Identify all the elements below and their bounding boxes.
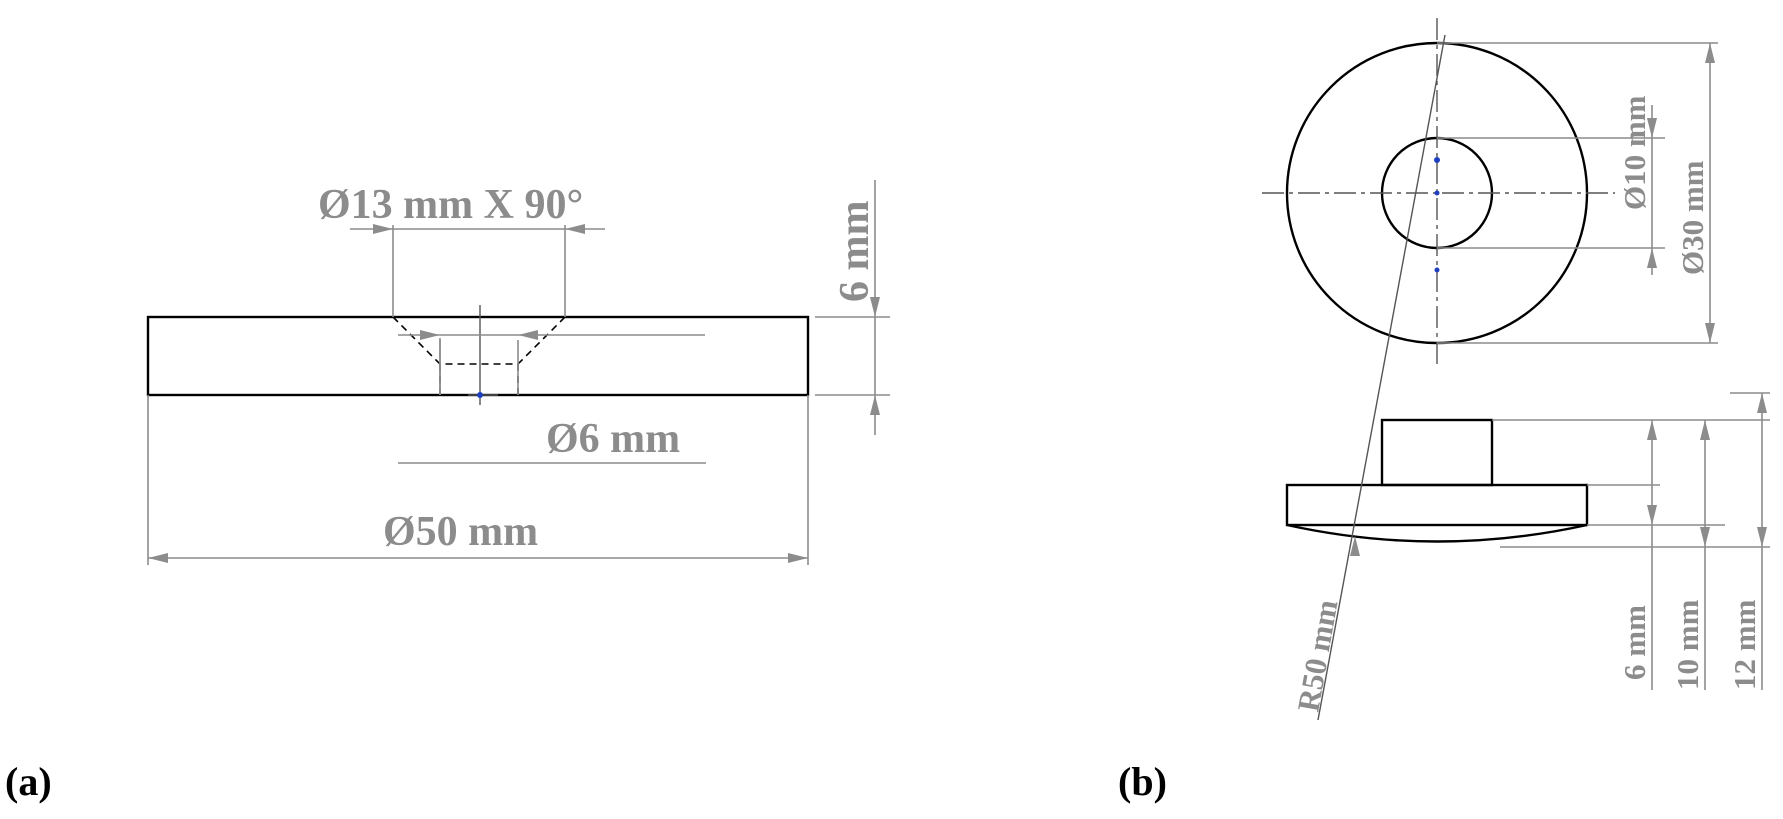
panel-b-label: (b)	[1118, 759, 1167, 804]
height-6-arrow-top	[1647, 420, 1657, 440]
center-marker-bottom	[1434, 267, 1440, 273]
height-10-label: 10 mm	[1670, 599, 1705, 690]
countersink-arrow-left	[373, 224, 393, 234]
center-marker-middle	[1434, 190, 1440, 196]
center-marker-top	[1434, 157, 1440, 163]
hole-arrow-right	[518, 330, 538, 340]
radius-label: R50 mm	[1290, 597, 1344, 714]
height-6-label: 6 mm	[1617, 605, 1652, 680]
spherical-bottom	[1286, 523, 1588, 543]
panel-a: Ø13 mm X 90° 6 mm Ø6 mm Ø50 mm (a)	[5, 180, 890, 804]
height-12-arrow-bottom	[1757, 527, 1767, 547]
radius-leader-arrow	[1350, 536, 1360, 556]
disc-body-outline	[146, 315, 810, 397]
boss-outline	[1380, 418, 1494, 487]
panel-b: Ø10 mm Ø30 mm 6 mm 10 mm 12 mm	[1118, 18, 1770, 804]
thickness-arrow-top	[870, 297, 880, 317]
height-12-arrow-top	[1757, 393, 1767, 413]
height-10-arrow-bottom	[1700, 527, 1710, 547]
radius-leader-line	[1317, 34, 1446, 721]
countersink-dimension-label: Ø13 mm X 90°	[318, 182, 583, 228]
countersink-arrow-right	[565, 224, 585, 234]
inner-dim-arrow-bottom	[1647, 248, 1657, 268]
hole-arrow-left	[420, 330, 440, 340]
outer-dim-arrow-top	[1705, 43, 1715, 63]
height-6-arrow-bottom	[1647, 505, 1657, 525]
thickness-arrow-bottom	[870, 395, 880, 415]
diameter-dimension-label: Ø50 mm	[383, 509, 538, 555]
height-10-arrow-top	[1700, 420, 1710, 440]
countersink-hidden-line	[392, 316, 566, 365]
flange-outline	[1285, 483, 1589, 527]
hole-center-marker	[477, 392, 483, 398]
inner-diameter-label: Ø10 mm	[1617, 95, 1652, 210]
height-12-label: 12 mm	[1727, 599, 1762, 690]
thickness-dimension-label: 6 mm	[832, 201, 878, 302]
panel-a-label: (a)	[5, 759, 52, 804]
diameter-arrow-left	[148, 553, 168, 563]
hole-dimension-label: Ø6 mm	[546, 416, 680, 462]
inner-dim-arrow-top	[1647, 118, 1657, 138]
outer-dim-arrow-bottom	[1705, 323, 1715, 343]
outer-diameter-label: Ø30 mm	[1675, 160, 1710, 275]
diameter-arrow-right	[788, 553, 808, 563]
